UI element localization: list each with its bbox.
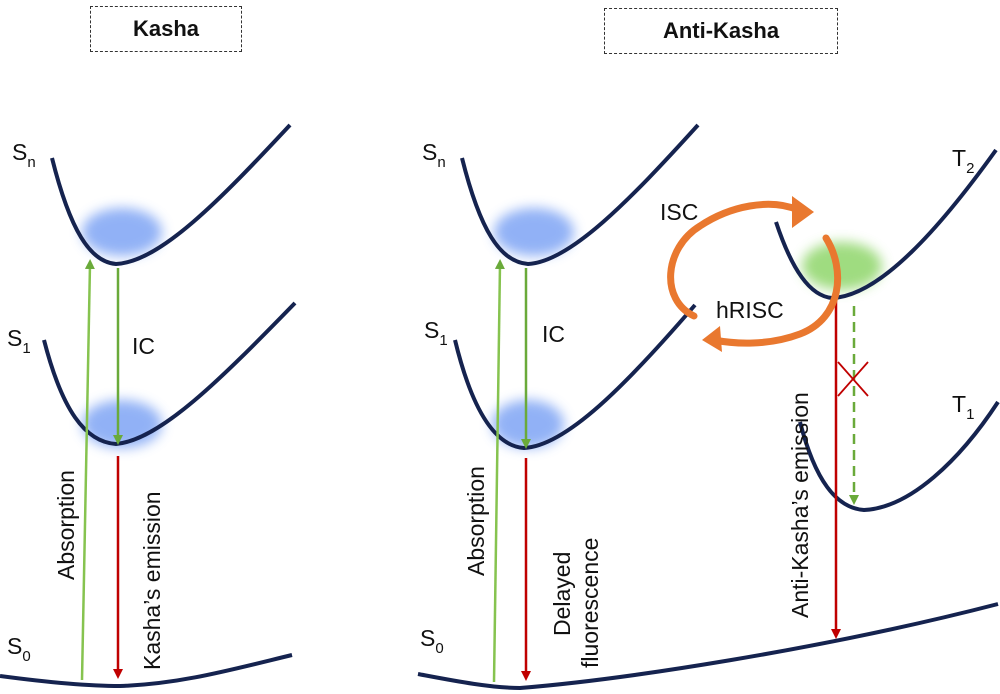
s0-curve: [417, 602, 999, 691]
state-t1-label: T1: [952, 391, 974, 423]
delayed-fluorescence-label-line2: fluorescence: [577, 538, 603, 668]
sn-glow: [494, 208, 574, 256]
state-t2-label: T2: [952, 145, 974, 177]
hrisc-label: hRISC: [716, 297, 784, 323]
s1-glow: [82, 400, 162, 448]
kasha-title: Kasha: [90, 6, 242, 52]
absorption-label: Absorption: [53, 470, 79, 580]
state-s0-label: S0: [420, 625, 444, 657]
s1-curve: [42, 301, 297, 447]
absorption-label: Absorption: [463, 466, 489, 576]
isc-label: ISC: [660, 199, 698, 225]
sn-curve: [460, 123, 700, 267]
absorption-arrow: [80, 259, 95, 681]
delayed-fluorescence-label: Delayed: [549, 552, 575, 636]
state-s0-label: S0: [7, 633, 31, 665]
ic-label: IC: [132, 333, 155, 359]
emission-label: Kasha’s emission: [139, 491, 165, 670]
s1-curve: [453, 303, 697, 451]
state-sn-label: Sn: [12, 139, 36, 171]
isc-arrow-icon: [667, 196, 814, 320]
hrisc-arrow-icon: [702, 234, 841, 352]
sn-curve: [50, 123, 292, 267]
t1-curve: [798, 400, 1000, 513]
anti-kasha-panel: Sn S1 S0 T2 T1 IC ISC hRISC Absorption D…: [417, 123, 1000, 691]
kasha-panel: Sn S1 S0 IC Absorption Kasha’s emission: [0, 123, 297, 689]
sn-glow: [82, 208, 162, 256]
blocked-cross-icon: [837, 361, 869, 397]
t2-glow: [802, 242, 882, 290]
state-sn-label: Sn: [422, 139, 446, 171]
state-s1-label: S1: [424, 317, 448, 349]
s1-glow: [492, 400, 564, 448]
s0-curve: [0, 653, 293, 689]
state-s1-label: S1: [7, 325, 31, 357]
absorption-arrow: [492, 259, 505, 683]
ic-label: IC: [542, 321, 565, 347]
anti-kasha-emission-label: Anti-Kasha’s emission: [787, 392, 813, 618]
anti-kasha-title: Anti-Kasha: [604, 8, 838, 54]
t2-curve: [774, 148, 998, 301]
